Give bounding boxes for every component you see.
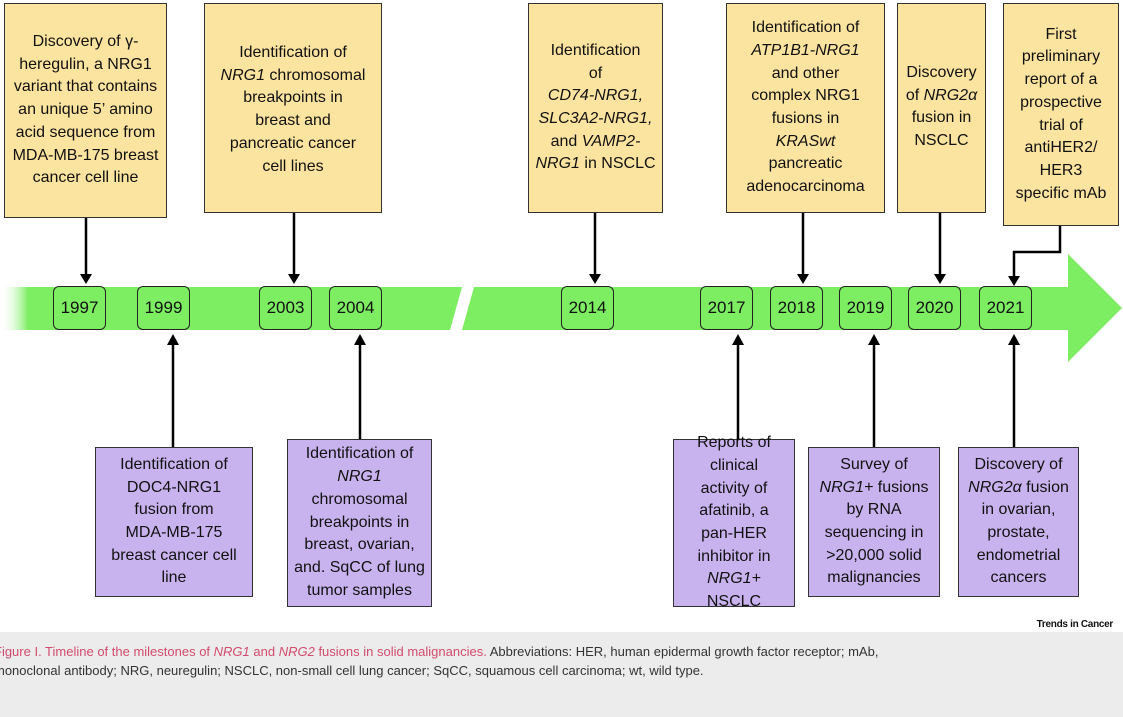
year-2020: 2020: [908, 286, 961, 330]
connector-2021-top: [1012, 226, 1062, 282]
milestone-box-2003: Identification of NRG1 chromosomal break…: [204, 3, 382, 213]
figure-caption: Figure I. Timeline of the milestones of …: [0, 632, 1123, 717]
year-2019: 2019: [839, 286, 892, 330]
timeline-break: [450, 287, 474, 330]
milestone-box-2021-bottom: Discovery of NRG2α fusion in ovarian, pr…: [958, 447, 1079, 597]
top-connectors: [80, 213, 1020, 447]
milestone-box-1997: Discovery of γ- heregulin, a NRG1 varian…: [4, 3, 167, 218]
year-2003: 2003: [259, 286, 312, 330]
year-2004: 2004: [329, 286, 382, 330]
milestone-box-2014: Identification of CD74-NRG1, SLC3A2-NRG1…: [528, 3, 663, 213]
milestone-box-1999: Identification of DOC4-NRG1 fusion from …: [95, 447, 253, 597]
milestone-box-2018: Identification of ATP1B1-NRG1 and other …: [726, 3, 885, 213]
year-2017: 2017: [700, 286, 753, 330]
year-2018: 2018: [770, 286, 823, 330]
year-2021: 2021: [979, 286, 1032, 330]
year-1997: 1997: [53, 286, 106, 330]
connector-2021-top-head: [1008, 276, 1020, 286]
year-2014: 2014: [561, 286, 614, 330]
milestone-box-2020: Discovery of NRG2α fusion in NSCLC: [897, 3, 986, 213]
milestone-box-2017: Reports of clinical activity of afatinib…: [673, 434, 795, 610]
milestone-box-2019: Survey of NRG1+ fusions by RNA sequencin…: [808, 447, 940, 597]
milestone-box-2004: Identification of NRG1 chromosomal break…: [287, 439, 432, 607]
journal-brand: Trends in Cancer: [1036, 619, 1114, 630]
year-1999: 1999: [137, 286, 190, 330]
milestone-box-2021-top: First preliminary report of a prospectiv…: [1003, 3, 1119, 226]
